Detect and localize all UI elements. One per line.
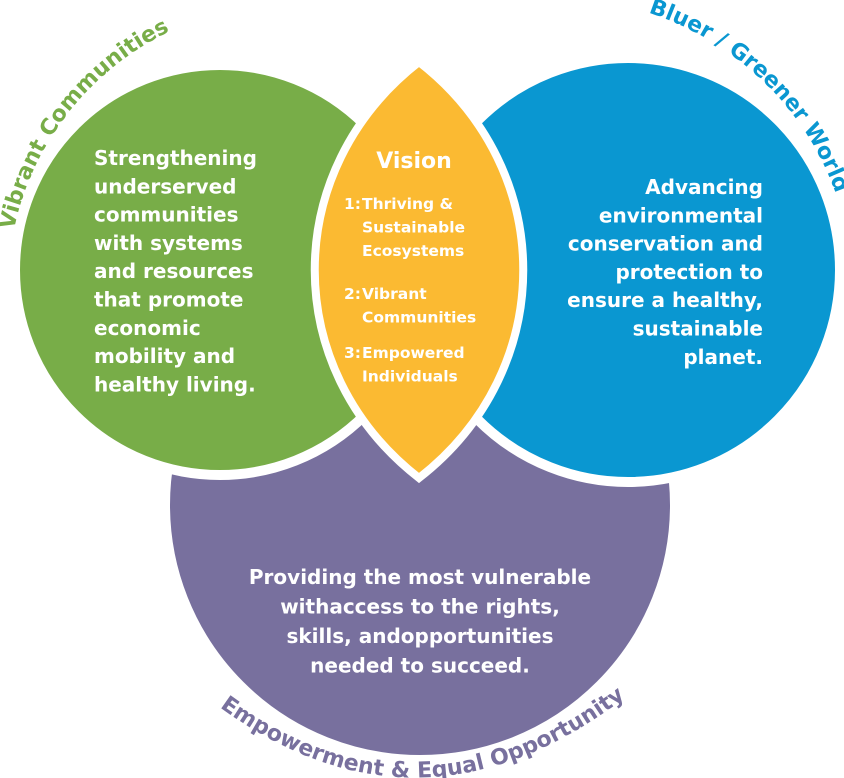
vision-item-number: 1: — [344, 195, 361, 213]
vibrant-communities-text-line: that promote — [94, 288, 243, 312]
empowerment-text-line: withaccess to the rights, — [280, 595, 560, 619]
vibrant-communities-text-line: mobility and — [94, 344, 235, 368]
vibrant-communities-text-line: and resources — [94, 259, 254, 283]
vision-item-text: Empowered — [362, 344, 465, 362]
vibrant-communities-text-line: healthy living. — [94, 372, 256, 396]
empowerment-text-line: needed to succeed. — [310, 654, 530, 678]
vision-item-text: Thriving & — [362, 195, 453, 213]
vibrant-communities-text-line: underserved — [94, 174, 236, 198]
vibrant-communities-text-line: communities — [94, 203, 239, 227]
bluer-greener-text-line: environmental — [599, 203, 763, 227]
bluer-greener-text-line: protection to — [615, 260, 763, 284]
bluer-greener-text: Advancing environmental conservation and pr… — [567, 175, 763, 369]
empowerment-text-line: skills, andopportunities — [286, 624, 553, 648]
vision-item-text: Vibrant — [362, 285, 427, 303]
vibrant-communities-text-line: with systems — [94, 231, 243, 255]
vision-item-text: Individuals — [362, 368, 458, 386]
empowerment-text: Providing the most vulnerable withaccess … — [249, 565, 591, 678]
vision-title: Vision — [376, 149, 452, 174]
bluer-greener-text-line: ensure a healthy, — [567, 288, 763, 312]
vibrant-communities-text-line: economic — [94, 316, 201, 340]
vision-item-text: Ecosystems — [362, 242, 464, 260]
empowerment-text-line: Providing the most vulnerable — [249, 565, 591, 589]
vision-lens — [310, 56, 528, 484]
bluer-greener-text-line: Advancing — [645, 175, 763, 199]
vision-item-text: Sustainable — [362, 219, 465, 237]
vibrant-communities-text: Strengthening underserved communities with … — [94, 146, 257, 396]
vision-item-number: 3: — [344, 344, 361, 362]
vision-item-number: 2: — [344, 285, 361, 303]
bluer-greener-text-line: planet. — [683, 345, 763, 369]
bluer-greener-text-line: conservation and — [568, 232, 763, 256]
vibrant-communities-text-line: Strengthening — [94, 146, 257, 170]
bluer-greener-text-line: sustainable — [633, 317, 763, 341]
vision-item-text: Communities — [362, 309, 476, 327]
